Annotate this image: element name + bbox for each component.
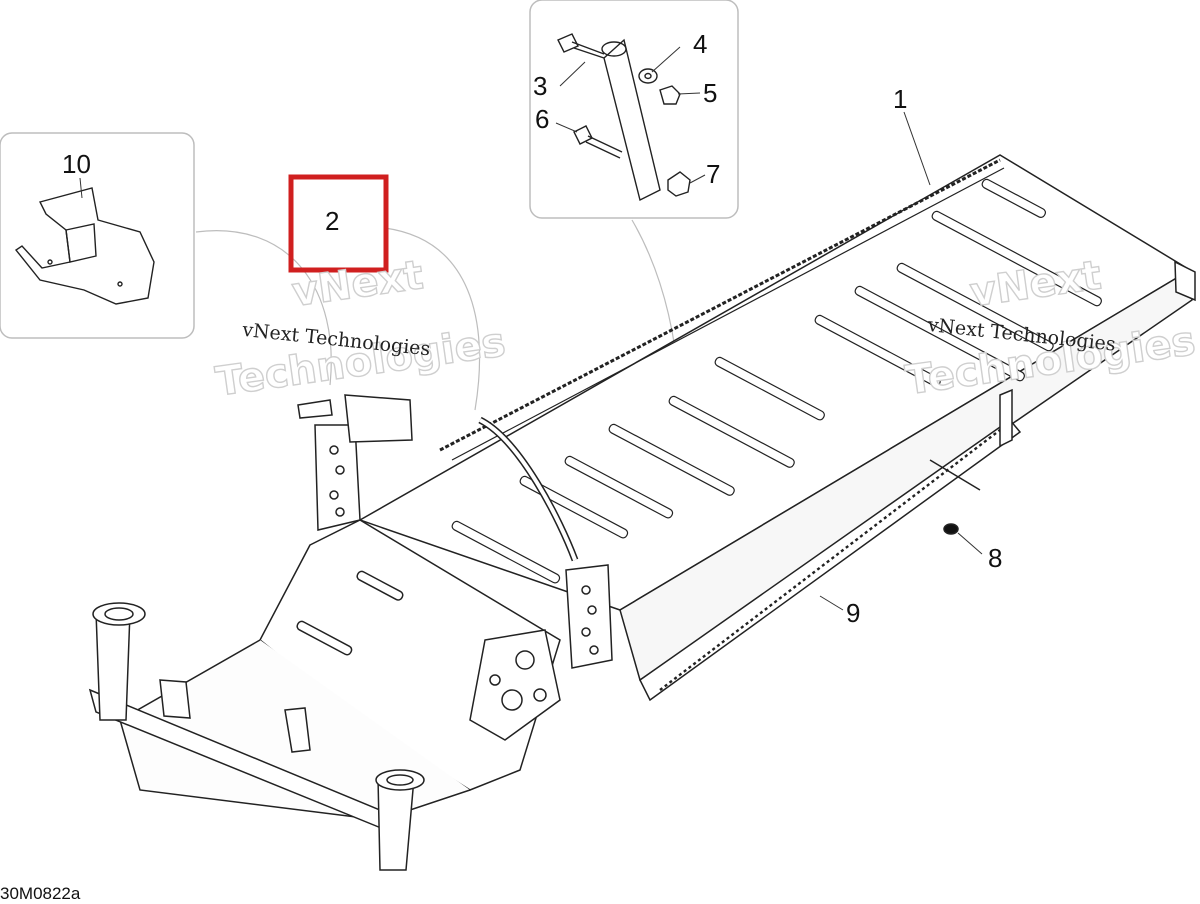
callout-1: 1 <box>893 84 907 114</box>
hardware-inset-parts <box>557 33 691 202</box>
callout-4: 4 <box>693 29 707 59</box>
callout-2: 2 <box>325 206 339 236</box>
inset-box-hardware <box>529 0 739 219</box>
document-code: 30M0822a <box>0 884 81 903</box>
watermark-left: vNext Technologies vNext Technologies <box>212 251 509 406</box>
tunnel-assembly <box>358 154 1196 702</box>
inset-connector-part2 <box>384 227 481 411</box>
callout-5: 5 <box>703 78 717 108</box>
svg-text:vNext: vNext <box>289 252 426 316</box>
callout-10: 10 <box>62 149 91 179</box>
plug-part-8 <box>943 523 959 535</box>
bracket-inset-part <box>14 187 155 305</box>
callout-7: 7 <box>706 159 720 189</box>
callout-8: 8 <box>988 543 1002 573</box>
callout-9: 9 <box>846 598 860 628</box>
highlight-box-part-2 <box>288 174 389 273</box>
front-frame <box>88 394 613 871</box>
leader-lines <box>79 46 983 611</box>
callout-6: 6 <box>535 104 549 134</box>
watermark-right: vNext Technologies vNext Technologies <box>902 252 1199 405</box>
callout-3: 3 <box>533 71 547 101</box>
inset-box-bracket <box>0 132 195 339</box>
